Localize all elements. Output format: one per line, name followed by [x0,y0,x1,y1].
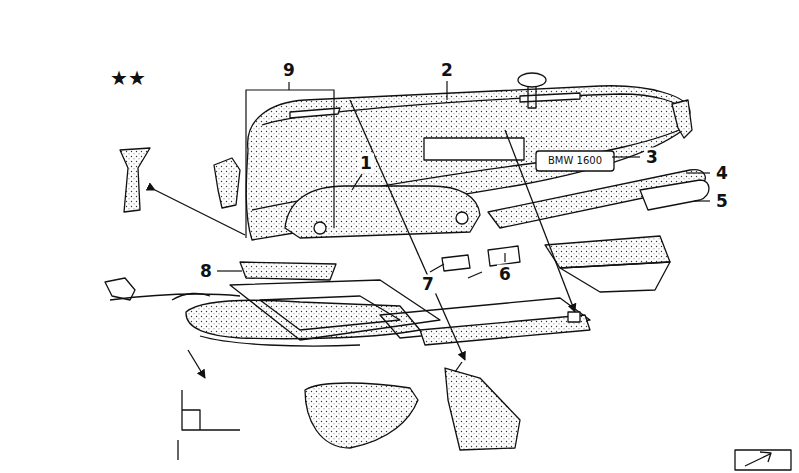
callout-number: 5 [714,192,730,211]
callout-number: 4 [714,164,730,183]
callout-number: 2 [439,61,455,80]
callout-number: 3 [644,148,660,167]
callout-number: 7 [420,275,436,294]
symbol-stars: ★★ [108,67,148,89]
callout-number: 8 [198,262,214,281]
callout-number: 9 [281,61,297,80]
emblem-plate [536,151,614,171]
callout-number: 6 [497,265,513,284]
emblem-text: BMW 1600 [546,155,604,167]
callout-number: 1 [358,154,374,173]
